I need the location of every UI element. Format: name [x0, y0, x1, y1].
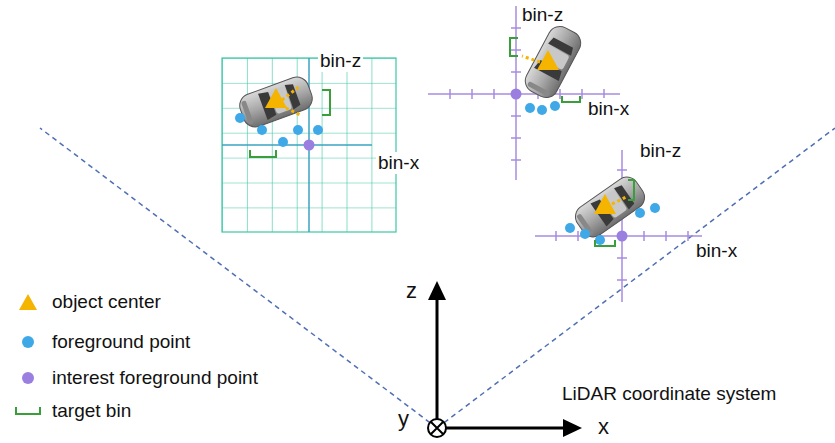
- axis-tick: [559, 89, 561, 99]
- axis-label: y: [396, 408, 411, 430]
- axis-tick: [511, 137, 521, 139]
- axis-label: bin-z: [318, 50, 363, 72]
- axis-tick: [511, 71, 521, 73]
- axis-tick: [577, 231, 579, 241]
- axis-tick: [511, 115, 521, 117]
- axis-tick: [449, 89, 451, 99]
- axis-label: bin-x: [376, 152, 421, 174]
- axis-tick: [581, 89, 583, 99]
- legend-text: object center: [50, 291, 163, 313]
- axis-label: bin-z: [520, 4, 565, 26]
- axis-tick: [493, 89, 495, 99]
- axis-tick: [617, 169, 627, 171]
- axis-tick: [617, 257, 627, 259]
- axis-tick: [617, 279, 627, 281]
- legend-text: interest foreground point: [50, 367, 260, 389]
- axis-tick: [471, 89, 473, 99]
- axis-tick: [511, 49, 521, 51]
- axis-tick: [555, 231, 557, 241]
- legend-text: foreground point: [50, 331, 192, 353]
- axis-label: x: [596, 416, 611, 438]
- legend-text: target bin: [50, 400, 133, 422]
- axis-label: bin-z: [638, 140, 683, 162]
- axis-label: LiDAR coordinate system: [560, 383, 778, 405]
- axis-tick: [687, 231, 689, 241]
- axis-tick: [665, 231, 667, 241]
- axis-tick: [643, 231, 645, 241]
- axis-label: bin-x: [694, 240, 739, 262]
- axis-tick: [511, 27, 521, 29]
- axis-label: z: [404, 280, 419, 302]
- axis-label: bin-x: [586, 98, 631, 120]
- axis-tick: [511, 159, 521, 161]
